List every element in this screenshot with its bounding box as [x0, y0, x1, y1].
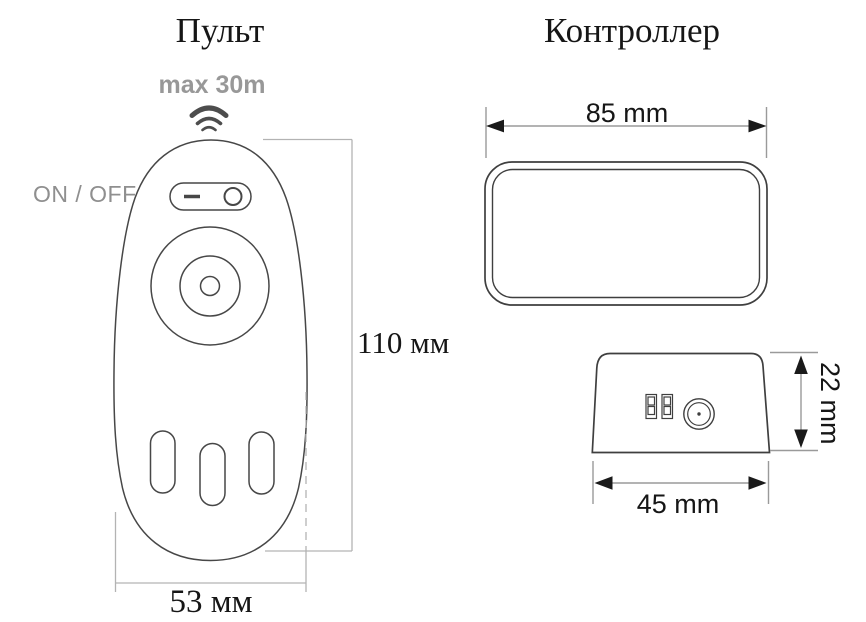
controller-height-dim-label: 22 mm	[815, 362, 845, 445]
power-dot-icon	[223, 187, 243, 206]
controller-width-dimension	[485, 107, 768, 158]
dip-switch-icons	[645, 393, 674, 420]
remote-button-middle	[199, 442, 226, 507]
remote-range-label: max 30m	[158, 71, 266, 99]
controller-width-dim-label: 85 mm	[585, 98, 669, 128]
controller-side-view	[591, 352, 771, 454]
controller-top-view	[484, 161, 768, 306]
remote-power-label: ON / OFF	[33, 181, 137, 207]
remote-title: Пульт	[175, 11, 265, 50]
remote-width-dimension-lines	[114, 392, 307, 592]
controller-height-dimension	[770, 351, 818, 452]
remote-width-dim-label: 53 мм	[169, 584, 253, 620]
arrowhead-right	[748, 476, 767, 490]
remote-dial	[150, 226, 270, 346]
connector-jack-icon	[683, 398, 715, 430]
controller-depth-dimension	[592, 461, 770, 504]
remote-body-outline	[113, 139, 308, 562]
wifi-signal-icon	[189, 105, 229, 132]
arrowhead-left	[594, 476, 613, 490]
controller-depth-dim-label: 45 mm	[636, 489, 720, 519]
controller-drawing	[484, 107, 818, 504]
remote-bottom-buttons	[149, 430, 275, 507]
remote-drawing	[113, 105, 353, 592]
arrowhead-up	[794, 355, 808, 374]
remote-button-right	[248, 431, 275, 495]
remote-height-dimension-lines	[263, 138, 353, 552]
remote-height-dim-label: 110 мм	[357, 325, 450, 360]
remote-power-button	[169, 182, 252, 211]
remote-button-left	[149, 430, 176, 494]
arrowhead-left	[486, 119, 504, 133]
controller-title: Контроллер	[543, 11, 721, 50]
arrowhead-right	[748, 119, 767, 133]
arrowhead-down	[794, 429, 808, 448]
